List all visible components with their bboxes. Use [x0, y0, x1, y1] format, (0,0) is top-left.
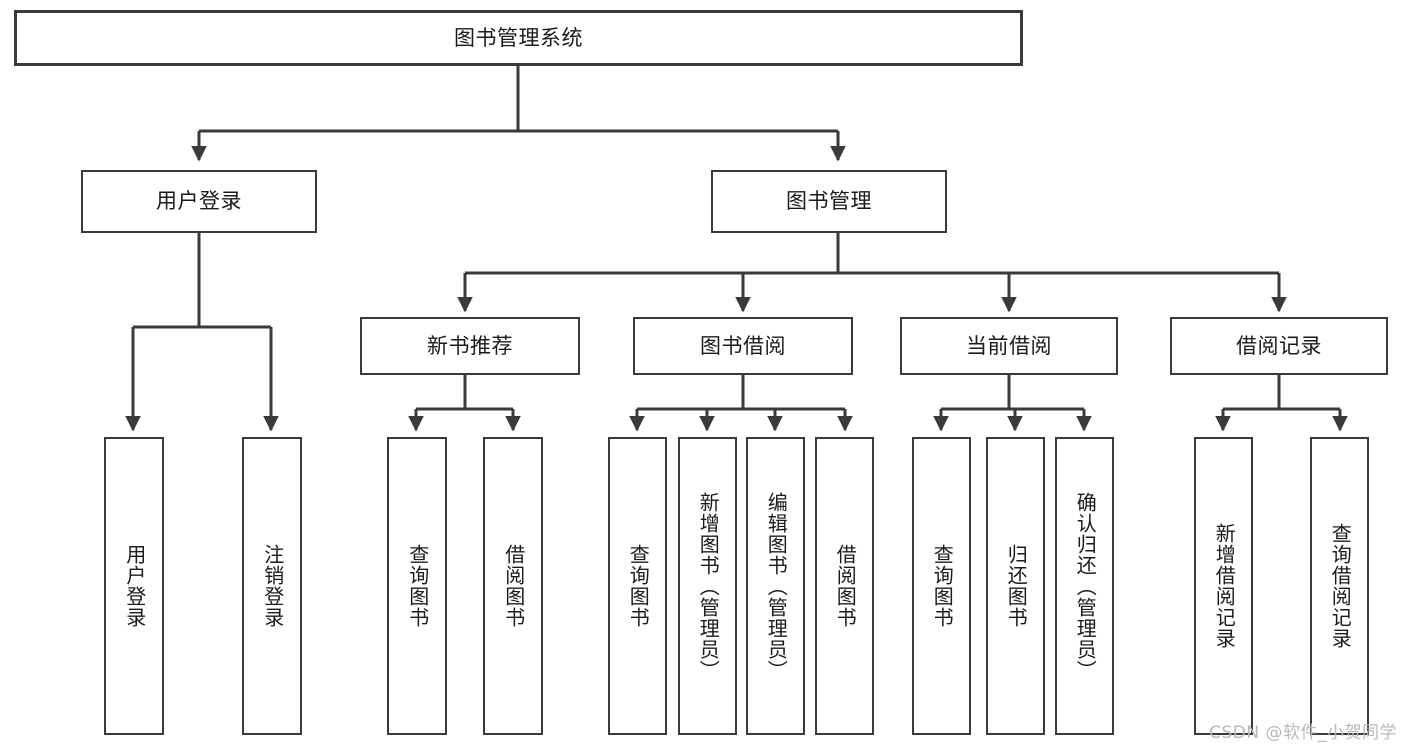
node-root-label: 图书管理系统: [454, 25, 583, 50]
node-book-borrow[interactable]: 图书借阅: [633, 317, 853, 375]
node-leaf-borrow-book-1[interactable]: 借阅图书: [483, 437, 543, 735]
node-leaf-query-record[interactable]: 查询借阅记录: [1310, 437, 1369, 735]
node-leaf-user-login[interactable]: 用户登录: [104, 437, 164, 735]
node-leaf-query-book-1-label: 查询图书: [405, 544, 430, 628]
node-new-book-recommend[interactable]: 新书推荐: [360, 317, 580, 375]
node-leaf-logout-login[interactable]: 注销登录: [242, 437, 302, 735]
node-leaf-edit-book-label: 编辑图书（管理员）: [764, 491, 789, 681]
node-leaf-return-book-label: 归还图书: [1004, 544, 1029, 628]
node-leaf-add-book[interactable]: 新增图书（管理员）: [678, 437, 737, 735]
node-leaf-query-book-1[interactable]: 查询图书: [387, 437, 447, 735]
node-leaf-borrow-book-1-label: 借阅图书: [501, 544, 526, 628]
node-leaf-confirm-return-label: 确认归还（管理员）: [1073, 491, 1098, 681]
node-leaf-query-record-label: 查询借阅记录: [1328, 523, 1353, 649]
node-user-login-label: 用户登录: [156, 189, 242, 214]
node-leaf-user-login-label: 用户登录: [122, 544, 147, 628]
node-leaf-logout-login-label: 注销登录: [260, 544, 285, 628]
node-leaf-add-record-label: 新增借阅记录: [1212, 523, 1237, 649]
node-user-login[interactable]: 用户登录: [81, 170, 317, 233]
node-new-book-recommend-label: 新书推荐: [427, 333, 513, 358]
node-leaf-query-book-2[interactable]: 查询图书: [608, 437, 667, 735]
node-current-borrow[interactable]: 当前借阅: [900, 317, 1118, 375]
node-leaf-query-book-3-label: 查询图书: [930, 544, 955, 628]
node-current-borrow-label: 当前借阅: [966, 333, 1052, 358]
node-borrow-record-label: 借阅记录: [1236, 333, 1322, 358]
node-book-borrow-label: 图书借阅: [700, 333, 786, 358]
node-leaf-return-book[interactable]: 归还图书: [986, 437, 1045, 735]
node-leaf-add-record[interactable]: 新增借阅记录: [1194, 437, 1253, 735]
node-leaf-query-book-3[interactable]: 查询图书: [912, 437, 971, 735]
node-borrow-record[interactable]: 借阅记录: [1170, 317, 1388, 375]
node-book-management-label: 图书管理: [786, 189, 872, 214]
node-leaf-borrow-book-2[interactable]: 借阅图书: [815, 437, 874, 735]
node-leaf-edit-book[interactable]: 编辑图书（管理员）: [746, 437, 805, 735]
node-leaf-confirm-return[interactable]: 确认归还（管理员）: [1055, 437, 1114, 735]
node-leaf-query-book-2-label: 查询图书: [626, 544, 651, 628]
node-book-management[interactable]: 图书管理: [711, 170, 947, 233]
node-root[interactable]: 图书管理系统: [14, 10, 1023, 66]
node-leaf-borrow-book-2-label: 借阅图书: [833, 544, 858, 628]
node-leaf-add-book-label: 新增图书（管理员）: [696, 491, 721, 681]
